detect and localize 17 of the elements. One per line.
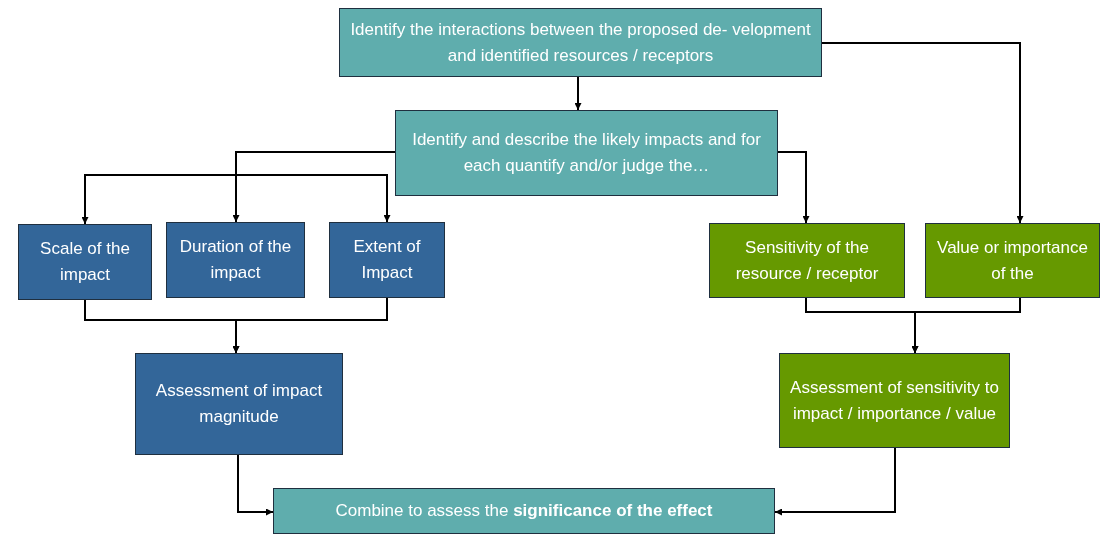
process-box: Value or importance of the [925, 223, 1100, 298]
process-box: Identify the interactions between the proposed de- velopment and identified resources / receptors [339, 8, 822, 77]
process-box: Sensitivity of the resource / receptor [709, 223, 905, 298]
process-box: Scale of the impact [18, 224, 152, 300]
connector-arrow [232, 297, 388, 354]
process-box: Extent of Impact [329, 222, 445, 298]
process-box: Assessment of sensitivity to impact / importance / value [779, 353, 1010, 448]
process-box: Identify and describe the likely impacts and for each quantify and/or judge the… [395, 110, 778, 196]
connector-arrow [911, 297, 1021, 354]
process-box: Combine to assess the significance of the effect [273, 488, 775, 534]
process-box: Assessment of impact magnitude [135, 353, 343, 455]
connector-arrow [574, 76, 582, 111]
connector-arrow [237, 454, 274, 516]
process-box: Duration of the impact [166, 222, 305, 298]
connector-arrow [821, 42, 1024, 224]
connector-arrow [774, 447, 896, 516]
connector-arrow [777, 151, 810, 224]
